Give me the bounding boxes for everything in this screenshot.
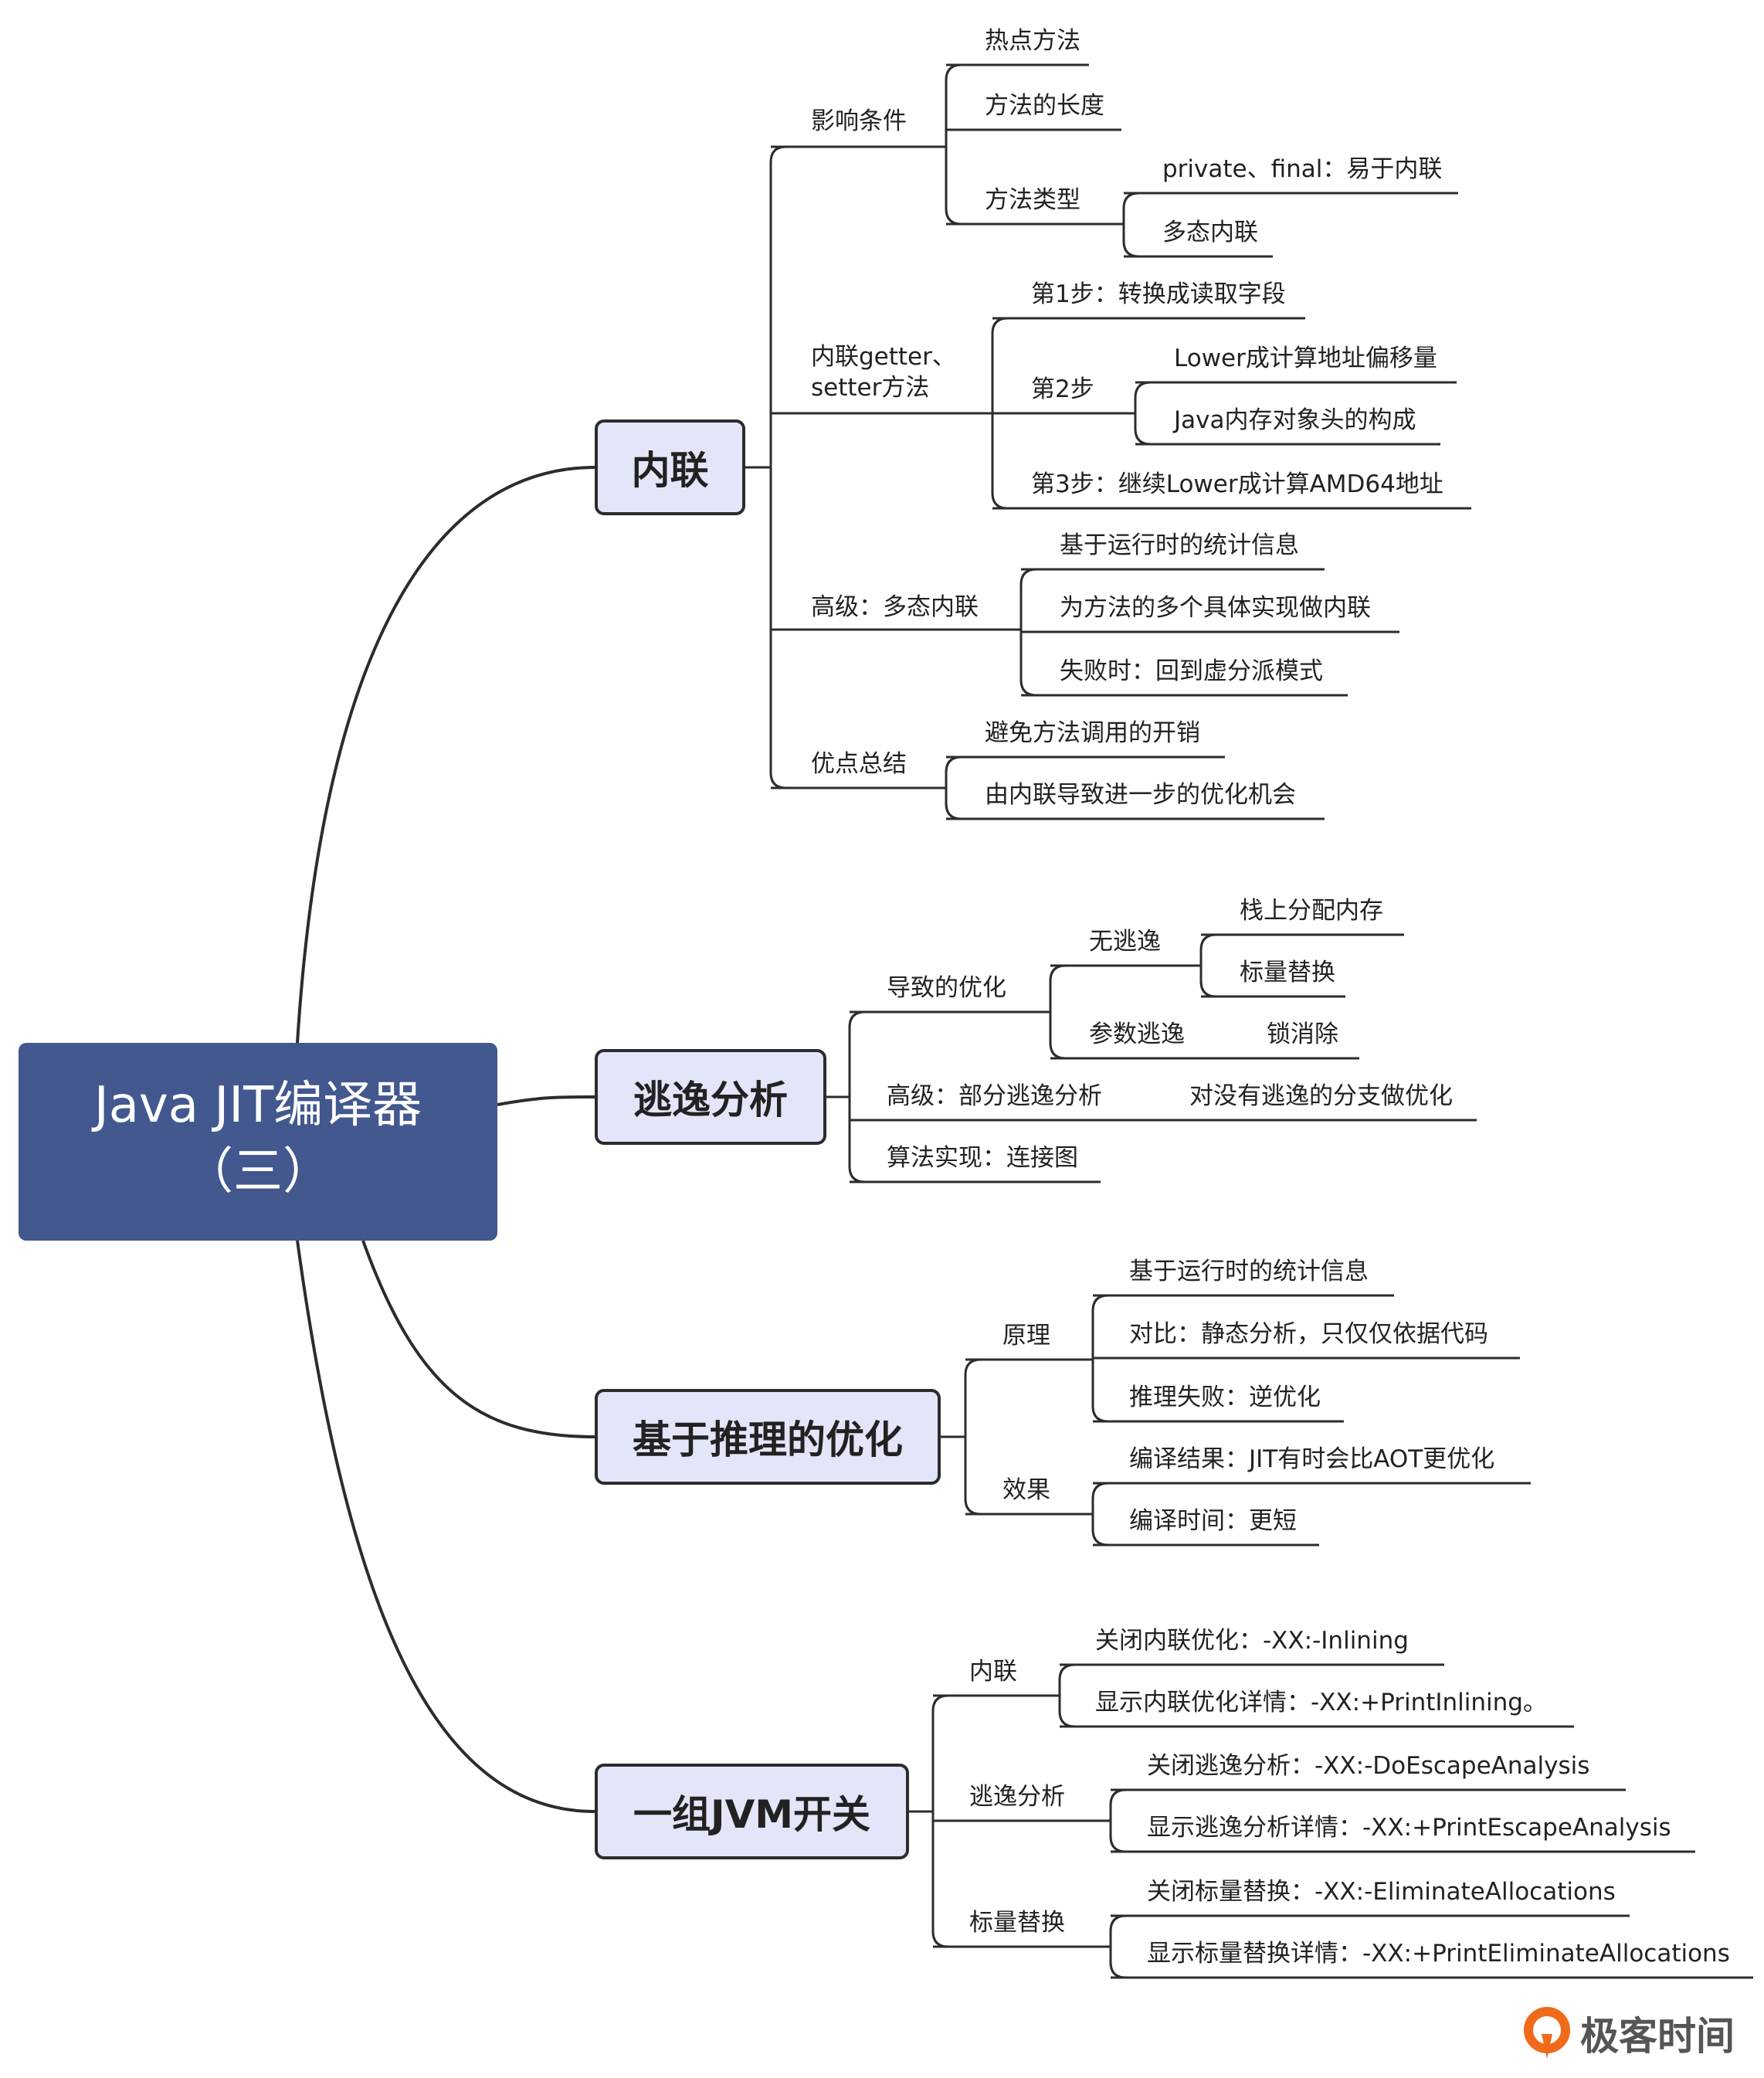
flags-escape-print[interactable]: 显示逃逸分析详情：-XX:+PrintEscapeAnalysis [1147,1814,1671,1842]
escape-scalar-replace[interactable]: 标量替换 [1240,959,1335,986]
inline-factor-length[interactable]: 方法的长度 [985,92,1104,120]
inline-summary-a[interactable]: 避免方法调用的开销 [985,719,1200,747]
inline-getter-setter[interactable]: 内联getter、 setter方法 [811,341,956,403]
escape-algorithm[interactable]: 算法实现：连接图 [887,1144,1078,1172]
node-inline[interactable]: 内联 [595,419,745,515]
node-jvm-flags[interactable]: 一组JVM开关 [595,1764,909,1859]
inline-type-poly[interactable]: 多态内联 [1162,219,1258,246]
geektime-logo-text: 极客时间 [1580,2014,1735,2059]
root-title: Java JIT编译器 [93,1077,422,1134]
spec-principle-deopt[interactable]: 推理失败：逆优化 [1129,1384,1321,1411]
inline-factor-hot[interactable]: 热点方法 [985,27,1080,55]
spec-principle[interactable]: 原理 [1002,1322,1050,1350]
getset-step2-lower[interactable]: Lower成计算地址偏移量 [1174,345,1437,372]
escape-none[interactable]: 无逃逸 [1089,928,1161,956]
spec-effect-result[interactable]: 编译结果：JIT有时会比AOT更优化 [1129,1445,1495,1473]
flags-scalar[interactable]: 标量替换 [969,1909,1065,1937]
root-node[interactable]: Java JIT编译器 （三） [19,1043,497,1241]
escape-arg[interactable]: 参数逃逸 [1089,1020,1185,1048]
inline-advanced-fail[interactable]: 失败时：回到虚分派模式 [1060,657,1323,685]
inline-summary[interactable]: 优点总结 [811,750,907,778]
inline-summary-b[interactable]: 由内联导致进一步的优化机会 [985,781,1296,809]
geektime-logo: 极客时间 [1523,2005,1735,2061]
spec-effect-time[interactable]: 编译时间：更短 [1129,1507,1297,1535]
inline-advanced-multi[interactable]: 为方法的多个具体实现做内联 [1060,594,1371,622]
getset-step2-header[interactable]: Java内存对象头的构成 [1174,406,1416,434]
spec-principle-stats[interactable]: 基于运行时的统计信息 [1129,1258,1369,1285]
flags-inline-off[interactable]: 关闭内联优化：-XX:-Inlining [1095,1627,1409,1655]
spec-principle-compare[interactable]: 对比：静态分析，只仅仅依据代码 [1129,1320,1488,1348]
inline-getter-setter-line1: 内联getter、 [811,343,956,371]
escape-stack-alloc[interactable]: 栈上分配内存 [1240,897,1383,925]
node-escape-analysis-label: 逃逸分析 [633,1078,788,1122]
escape-optimizations[interactable]: 导致的优化 [887,974,1006,1002]
escape-partial-branch[interactable]: 对没有逃逸的分支做优化 [1189,1082,1453,1110]
inline-getter-setter-line2: setter方法 [811,374,930,402]
node-jvm-flags-label: 一组JVM开关 [633,1792,871,1837]
flags-inline-print[interactable]: 显示内联优化详情：-XX:+PrintInlining。 [1095,1689,1547,1716]
inline-factors[interactable]: 影响条件 [811,107,907,135]
inline-type-private-final[interactable]: private、final：易于内联 [1162,155,1443,183]
flags-inline[interactable]: 内联 [969,1658,1017,1686]
node-inline-label: 内联 [631,448,709,493]
flags-escape-off[interactable]: 关闭逃逸分析：-XX:-DoEscapeAnalysis [1147,1752,1590,1780]
node-speculative-optimization[interactable]: 基于推理的优化 [595,1389,941,1485]
escape-partial[interactable]: 高级：部分逃逸分析 [887,1082,1102,1110]
inline-advanced-stats[interactable]: 基于运行时的统计信息 [1060,531,1299,559]
getset-step3[interactable]: 第3步：继续Lower成计算AMD64地址 [1031,470,1443,498]
getset-step2[interactable]: 第2步 [1031,375,1094,403]
getset-step1[interactable]: 第1步：转换成读取字段 [1031,280,1286,308]
flags-scalar-off[interactable]: 关闭标量替换：-XX:-EliminateAllocations [1147,1878,1616,1906]
inline-factor-type[interactable]: 方法类型 [985,186,1080,214]
root-subtitle: （三） [184,1143,332,1200]
inline-advanced[interactable]: 高级：多态内联 [811,593,979,621]
spec-effect[interactable]: 效果 [1002,1476,1050,1504]
geektime-logo-icon [1524,2007,1570,2059]
flags-scalar-print[interactable]: 显示标量替换详情：-XX:+PrintEliminateAllocations [1147,1940,1730,1968]
flags-escape[interactable]: 逃逸分析 [969,1783,1065,1811]
escape-lock-elision[interactable]: 锁消除 [1267,1020,1338,1048]
node-speculative-optimization-label: 基于推理的优化 [633,1418,903,1462]
node-escape-analysis[interactable]: 逃逸分析 [595,1049,826,1145]
